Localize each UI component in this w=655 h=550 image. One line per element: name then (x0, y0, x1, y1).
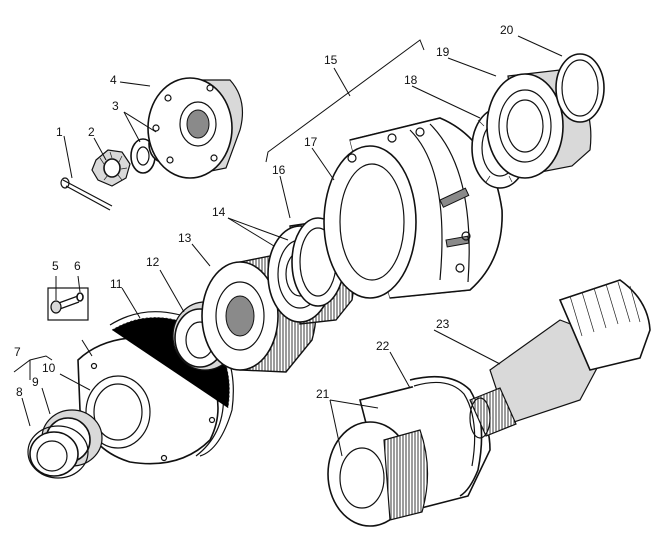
callout-1: 1 (56, 125, 63, 139)
callout-9: 9 (32, 375, 39, 389)
callout-7: 7 (14, 345, 21, 359)
callout-17: 17 (304, 135, 318, 149)
seal-rings-part-8-9 (27, 409, 103, 479)
ring-part-20 (555, 53, 605, 123)
bolt-and-washer-part-5-6 (47, 287, 89, 321)
cotter-pin-part-1 (60, 177, 113, 211)
callout-15: 15 (324, 53, 338, 67)
callout-8: 8 (16, 385, 23, 399)
pinion-shaft-part-23 (469, 279, 651, 439)
callout-22: 22 (376, 339, 390, 353)
leader-lines (13, 35, 563, 457)
callout-11: 11 (110, 277, 123, 291)
castle-nut-part-2 (91, 149, 131, 187)
callout-5: 5 (52, 259, 59, 273)
callout-21: 21 (316, 387, 330, 401)
callout-23: 23 (436, 317, 450, 331)
callout-3: 3 (112, 99, 119, 113)
callout-6: 6 (74, 259, 81, 273)
callout-2: 2 (88, 125, 95, 139)
callout-4: 4 (110, 73, 117, 87)
callout-16: 16 (272, 163, 286, 177)
callout-19: 19 (436, 45, 450, 59)
callout-20: 20 (500, 23, 514, 37)
callout-18: 18 (404, 73, 418, 87)
flange-part-4 (147, 77, 243, 179)
callout-12: 12 (146, 255, 160, 269)
housing-part-15-17 (323, 117, 503, 299)
callout-labels: 1 2 3 4 5 6 7 8 9 10 11 12 13 14 15 16 1… (14, 23, 514, 401)
callout-14: 14 (212, 205, 226, 219)
callout-10: 10 (42, 361, 56, 375)
callout-13: 13 (178, 231, 192, 245)
